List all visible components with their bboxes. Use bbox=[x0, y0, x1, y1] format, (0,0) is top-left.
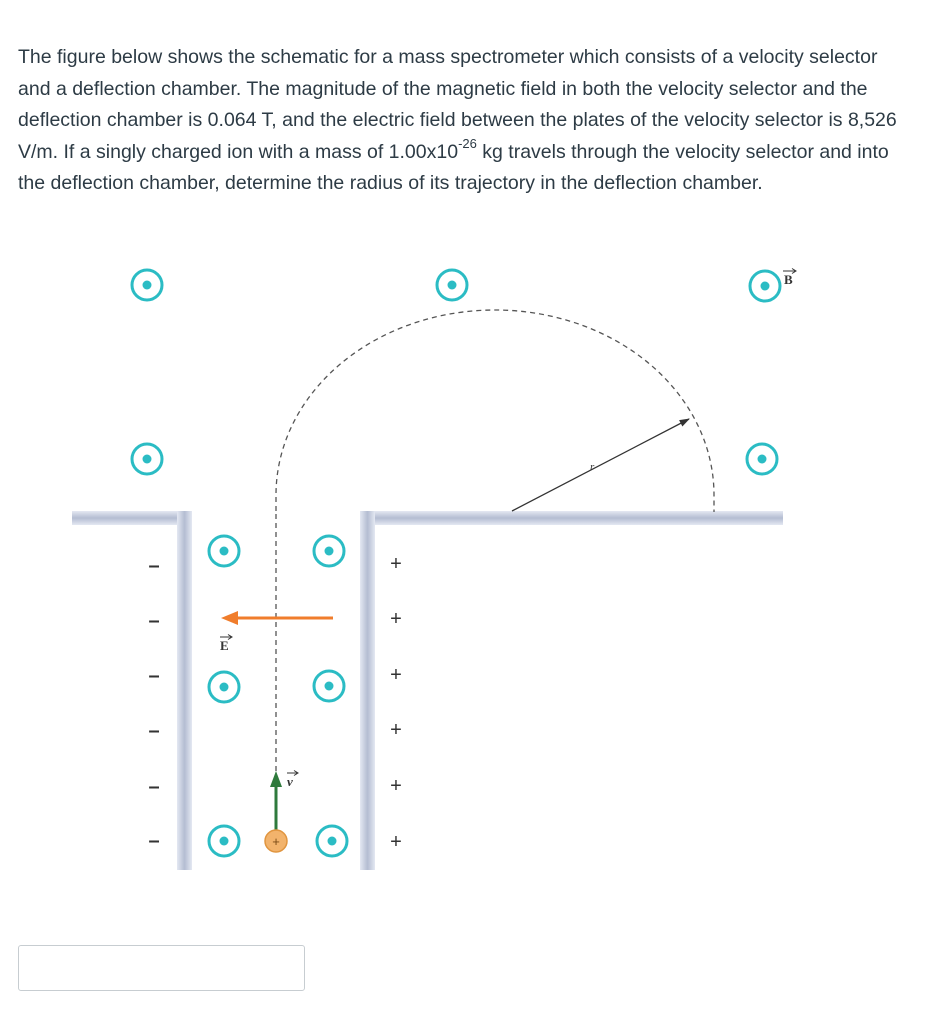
electric-field-arrow: E bbox=[220, 611, 333, 653]
field-dot-icon bbox=[312, 534, 346, 568]
plus-sign: + bbox=[390, 608, 402, 630]
positive-plate bbox=[360, 511, 783, 870]
field-dot-icon bbox=[312, 669, 346, 703]
b-field-label: B bbox=[783, 268, 797, 287]
question-text: The figure below shows the schematic for… bbox=[18, 42, 913, 200]
negative-plate bbox=[72, 511, 192, 870]
b-label-text: B bbox=[784, 272, 793, 287]
mass-spectrometer-figure: B – – – – – – + + + + + + r bbox=[72, 268, 797, 870]
minus-sign: – bbox=[148, 610, 159, 632]
field-dot-icon bbox=[130, 268, 164, 302]
field-dot-icon bbox=[207, 534, 241, 568]
minus-sign: – bbox=[148, 830, 159, 852]
field-dot-icon bbox=[435, 268, 469, 302]
minus-sign: – bbox=[148, 665, 159, 687]
question-text-part2: kg travels through the velocity selector… bbox=[18, 140, 889, 195]
r-label: r bbox=[590, 461, 595, 473]
e-label-text: E bbox=[220, 638, 229, 653]
ion-trajectory bbox=[275, 309, 715, 825]
velocity-arrow: v bbox=[270, 770, 299, 830]
field-dot-icon bbox=[130, 442, 164, 476]
field-dot-icon bbox=[207, 824, 241, 858]
field-dot-icon bbox=[748, 269, 782, 303]
v-label-text: v bbox=[287, 774, 293, 789]
mass-exponent: -26 bbox=[458, 136, 477, 151]
plus-sign: + bbox=[390, 775, 402, 797]
ion-sign: + bbox=[272, 834, 280, 849]
minus-sign: – bbox=[148, 555, 159, 577]
plus-sign: + bbox=[390, 553, 402, 575]
question-text-part1: The figure below shows the schematic for… bbox=[18, 46, 897, 163]
positive-charges: + + + + + + bbox=[390, 553, 402, 853]
negative-charges: – – – – – – bbox=[148, 555, 159, 852]
magnetic-field-symbols bbox=[130, 268, 782, 858]
minus-sign: – bbox=[148, 776, 159, 798]
field-dot-icon bbox=[745, 442, 779, 476]
answer-input[interactable] bbox=[18, 945, 305, 991]
plus-sign: + bbox=[390, 831, 402, 853]
plus-sign: + bbox=[390, 664, 402, 686]
field-dot-icon bbox=[315, 824, 349, 858]
field-dot-icon bbox=[207, 670, 241, 704]
ion: + bbox=[264, 829, 288, 853]
plus-sign: + bbox=[390, 719, 402, 741]
minus-sign: – bbox=[148, 720, 159, 742]
radius-indicator: r bbox=[511, 418, 690, 512]
